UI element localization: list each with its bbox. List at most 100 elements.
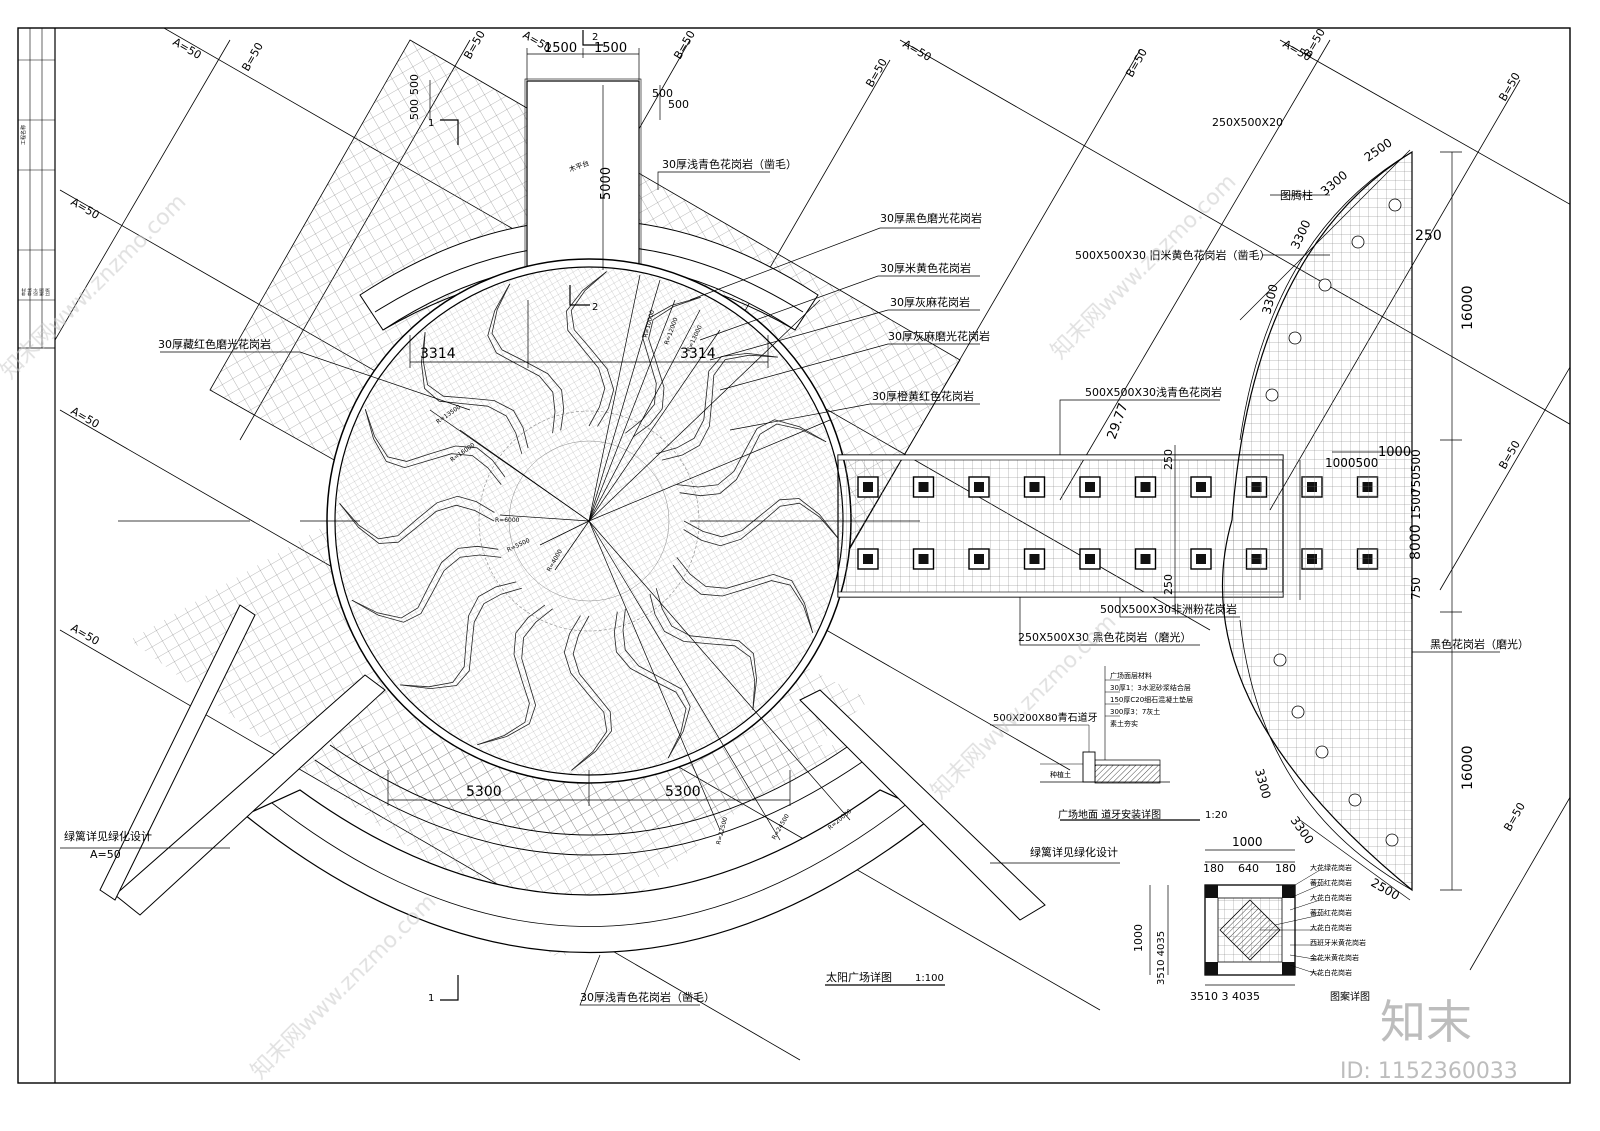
totem-post-core (1085, 554, 1095, 564)
dim-500-left-b: 500 (408, 74, 421, 95)
dim-3300-d: 3300 (1252, 767, 1273, 800)
flame-stroke (400, 581, 517, 688)
dim-750-500: 750500 (1409, 449, 1423, 495)
pattern-height: 1000 (1132, 924, 1145, 952)
dim-3314-right: 3314 (680, 346, 716, 362)
pattern-vertical-dims: 3510 4035 (1156, 931, 1167, 985)
title-block-row-5: 比例 (44, 288, 50, 296)
title-block-row-4: 制图 (38, 288, 44, 296)
dim-1500: 1500 (1409, 489, 1423, 520)
flame-stroke (477, 604, 546, 746)
crescent-plaza (1221, 150, 1413, 892)
pattern-legend-1: 蕃茄红花岗岩 (1310, 878, 1352, 887)
callout-black-polished: 30厚黑色磨光花岗岩 (880, 211, 982, 225)
flame-stroke (570, 271, 615, 427)
label-a50-7: A=50 (901, 37, 934, 64)
totem-post-core (1029, 554, 1040, 564)
section-1-bottom: 1 (428, 993, 434, 1004)
callout-hedge-right: 绿篱详见绿化设计 (1030, 845, 1118, 859)
flame-stroke (676, 419, 827, 488)
label-a50-2: A=50 (521, 28, 554, 55)
pattern-width-total: 1000 (1232, 835, 1263, 849)
section-marks (440, 30, 603, 1001)
dim-1500-right: 1500 (594, 41, 627, 56)
totem-post-core (863, 554, 873, 564)
curb-layer-3: 素土夯实 (1110, 719, 1138, 728)
dim-1000-500: 1000500 (1325, 456, 1378, 470)
dim-3314-left: 3314 (420, 346, 456, 362)
dim-3300-b: 3300 (1288, 218, 1314, 252)
pattern-dim-180-left: 180 (1203, 862, 1224, 875)
south-steps (243, 744, 937, 953)
label-a50-6: A=50 (90, 848, 121, 861)
dim-3300-e: 3300 (1288, 814, 1317, 847)
title-block: 工程名称 审定 审核 设计 制图 比例 (17, 27, 56, 349)
dim-2500-bottom: 2500 (1369, 875, 1402, 902)
section-1-top: 1 (428, 118, 434, 129)
label-b50-6: B=50 (1301, 26, 1328, 59)
label-b50-9: B=50 (1501, 800, 1528, 833)
title-block-row-1: 审定 (20, 288, 26, 296)
callout-tibet-red: 30厚藏红色磨光花岗岩 (158, 337, 271, 351)
flame-stroke (672, 564, 814, 633)
label-b50-5: B=50 (1123, 46, 1150, 79)
label-b50-7: B=50 (1496, 70, 1523, 103)
dim-1500-left: 1500 (544, 41, 577, 56)
brand: 知末 ID: 1152360033 (1340, 995, 1518, 1084)
label-a50-3: A=50 (69, 195, 102, 222)
dim-500-left-a: 500 (408, 99, 421, 120)
flame-stroke (491, 283, 565, 431)
flame-stroke (477, 608, 553, 746)
pattern-dim-640: 640 (1238, 862, 1259, 875)
disk-dims (118, 300, 920, 806)
label-b50-4: B=50 (863, 56, 890, 89)
dim-5300-right: 5300 (665, 784, 701, 800)
dim-500-right-a: 500 (652, 87, 673, 100)
flame-stroke (676, 557, 814, 633)
dim-2500-top: 2500 (1362, 135, 1395, 164)
label-a50-4: A=50 (69, 404, 102, 431)
diagonal-beams (99, 604, 1046, 921)
curb-label: 500X200X80青石道牙 (993, 711, 1098, 724)
dim-3300-a: 3300 (1318, 168, 1350, 198)
pattern-detail (1149, 849, 1321, 986)
callout-hedge-left: 绿篱详见绿化设计 (64, 829, 152, 843)
callout-black-crescent: 黑色花岗岩（磨光） (1430, 637, 1529, 651)
label-b50-2: B=50 (461, 28, 488, 61)
pattern-legend-2: 大花白花岗岩 (1310, 893, 1352, 902)
dim-250-walk-top: 250 (1162, 449, 1175, 470)
callout-orange-red: 30厚橙黄红色花岗岩 (872, 389, 974, 403)
callout-walk-cyan: 500X500X30浅青色花岗岩 (1085, 385, 1222, 399)
pattern-legend-3: 蕃茄红花岗岩 (1310, 908, 1352, 917)
callout-old-beige: 500X500X30 旧米黄色花岗岩（凿毛） (1075, 248, 1271, 262)
callout-walk-black: 250X500X30 黑色花岗岩（磨光） (1018, 630, 1192, 644)
flame-stroke (613, 611, 687, 759)
brand-id: ID: 1152360033 (1340, 1059, 1518, 1084)
flame-stroke (339, 503, 495, 544)
brand-logo: 知末 (1380, 995, 1472, 1049)
pattern-legend-7: 大花白花岗岩 (1310, 968, 1352, 977)
outer-border (17, 27, 1571, 1084)
flame-stroke (656, 352, 778, 455)
main-title: 太阳广场详图 1:100 (825, 970, 945, 986)
totem-post-core (1196, 482, 1206, 492)
curb-layer-2: 300厚3：7灰土 (1110, 707, 1160, 716)
flame-stroke (625, 296, 701, 434)
watermark-3: 知末网www.znzmo.com (247, 889, 442, 1084)
callout-light-cyan-top: 30厚浅青色花岗岩（凿毛） (662, 157, 797, 171)
pattern-legend-5: 西班牙米黄花岗岩 (1310, 938, 1366, 947)
label-a50-5: A=50 (69, 621, 102, 648)
watermark-2: 知末网www.znzmo.com (1047, 169, 1242, 364)
totem-post-core (974, 482, 984, 492)
crescent-circles (1265, 198, 1402, 847)
dim-500-right-b: 500 (668, 98, 689, 111)
totem-post-core (974, 554, 984, 564)
callout-totem: 图腾柱 (1280, 188, 1313, 202)
title-block-row-0: 工程名称 (20, 125, 27, 145)
pattern-title: 图案详图 (1330, 990, 1370, 1003)
material-callouts: 30厚浅青色花岗岩（凿毛） 30厚黑色磨光花岗岩 30厚米黄色花岗岩 30厚灰麻… (64, 116, 1529, 1004)
flame-stroke (351, 554, 502, 623)
flame-stroke (683, 502, 839, 547)
pattern-bottom-dims: 3510 3 4035 (1190, 990, 1260, 1003)
flame-stroke (622, 608, 691, 759)
